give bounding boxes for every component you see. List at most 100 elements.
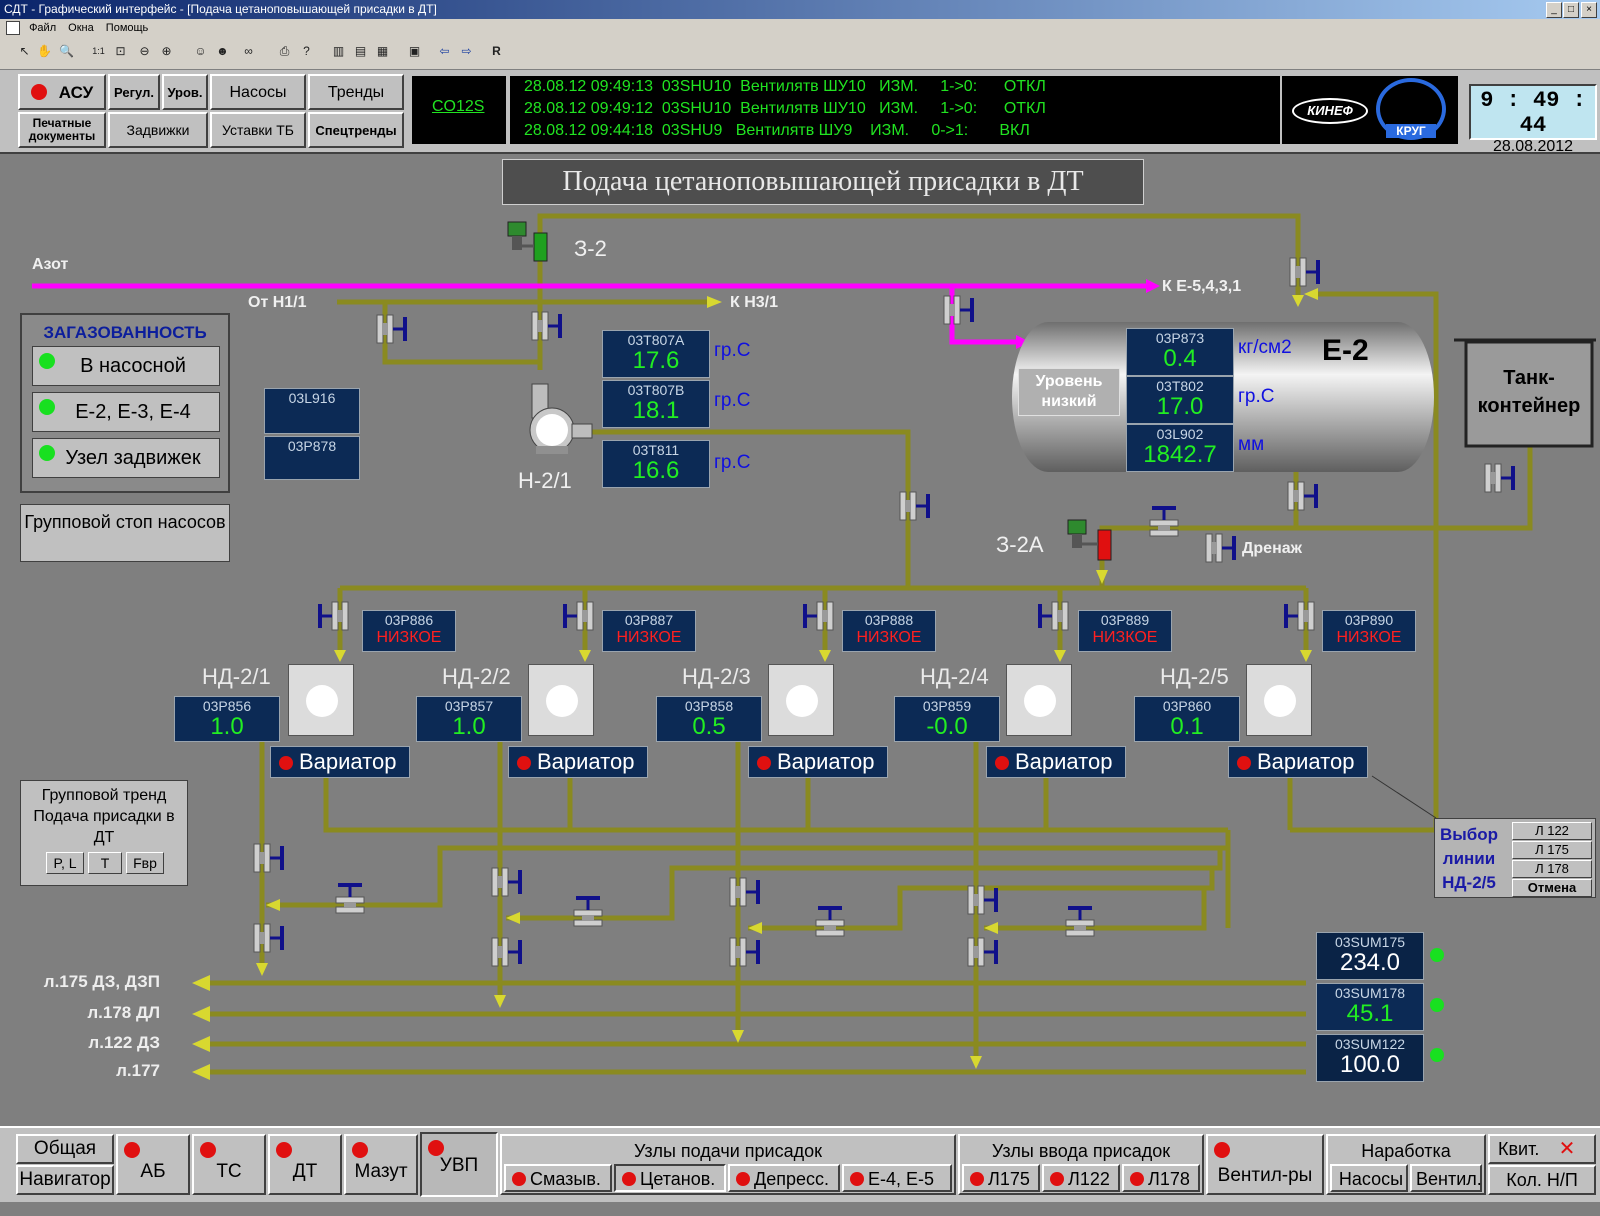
- pointer-icon[interactable]: ↖: [19, 44, 30, 58]
- sensor-unit: кг/см2: [1238, 337, 1292, 358]
- valve-z2[interactable]: [507, 221, 548, 262]
- ventil-button[interactable]: Вентил-ры: [1206, 1134, 1324, 1195]
- zoom-out-icon[interactable]: ⊖: [139, 44, 150, 58]
- pump-nd21[interactable]: [288, 664, 354, 736]
- clock-panel: 9 : 49 : 44 28.08.2012: [1469, 84, 1597, 155]
- navigator-button[interactable]: Навигатор: [16, 1165, 114, 1195]
- variator-nd23[interactable]: Вариатор: [748, 746, 888, 778]
- smazyv-button[interactable]: Смазыв.: [504, 1164, 612, 1192]
- e4e5-button[interactable]: Е-4, Е-5: [842, 1164, 952, 1192]
- asu-button[interactable]: АСУ: [18, 74, 106, 110]
- minimize-button[interactable]: _: [1546, 2, 1562, 18]
- sensor-value: 0.4: [1163, 345, 1197, 372]
- pump-nd22[interactable]: [528, 664, 594, 736]
- variator-alarm-led: [279, 756, 293, 770]
- depress-button[interactable]: Депресс.: [728, 1164, 840, 1192]
- tank-container: [1464, 340, 1594, 448]
- station-code[interactable]: CO12S: [432, 98, 485, 115]
- gas-pumphouse-item[interactable]: В насосной: [32, 346, 220, 386]
- ab-button[interactable]: АБ: [116, 1134, 190, 1195]
- sensor-value: 16.6: [632, 457, 680, 484]
- menu-help[interactable]: Помощь: [105, 22, 149, 34]
- r-button[interactable]: R: [492, 44, 501, 58]
- regul-button[interactable]: Регул.: [108, 74, 160, 110]
- kol-np-button[interactable]: Кол. Н/П: [1488, 1165, 1596, 1195]
- pump-h21-symbol[interactable]: [529, 383, 593, 454]
- kvit-button[interactable]: Квит. ✕: [1488, 1134, 1596, 1164]
- line-cancel-option[interactable]: Отмена: [1512, 879, 1592, 897]
- narabotka-ventil-button[interactable]: Вентил.: [1410, 1164, 1482, 1192]
- obshaya-button[interactable]: Общая: [16, 1134, 114, 1164]
- ts-label: ТС: [216, 1161, 242, 1182]
- layout-1-icon[interactable]: ▥: [332, 44, 345, 58]
- l122-button[interactable]: Л122: [1042, 1164, 1120, 1192]
- trend-fvr-button[interactable]: Fвр: [126, 852, 164, 874]
- binoculars-icon[interactable]: ∞: [244, 44, 253, 58]
- narabotka-nasosy-button[interactable]: Насосы: [1330, 1164, 1408, 1192]
- variator-nd24[interactable]: Вариатор: [986, 746, 1126, 778]
- dt-label: ДТ: [292, 1161, 318, 1182]
- uvp-button[interactable]: УВП: [420, 1132, 498, 1197]
- forward-arrow-icon[interactable]: ⇨: [461, 44, 472, 58]
- layout-2-icon[interactable]: ▤: [354, 44, 367, 58]
- group-stop-button[interactable]: Групповой стоп насосов: [20, 504, 230, 562]
- sensor-p873: 03P873 0.4: [1126, 328, 1234, 376]
- line-122-option[interactable]: Л 122: [1512, 822, 1592, 840]
- back-arrow-icon[interactable]: ⇦: [439, 44, 450, 58]
- layout-3-icon[interactable]: ▦: [376, 44, 389, 58]
- variator-nd21[interactable]: Вариатор: [270, 746, 410, 778]
- valve-z2a[interactable]: [1067, 519, 1112, 561]
- ab-label: АБ: [140, 1161, 166, 1182]
- pump-nd25[interactable]: [1246, 664, 1312, 736]
- pump-nd24[interactable]: [1006, 664, 1072, 736]
- pump-nd23[interactable]: [768, 664, 834, 736]
- window-icon[interactable]: ▣: [408, 44, 421, 58]
- sensor-name: 03T802: [1156, 378, 1204, 394]
- menu-windows[interactable]: Окна: [68, 22, 94, 34]
- zadvizhki-button[interactable]: Задвижки: [108, 112, 208, 148]
- users-icon[interactable]: ☻: [216, 44, 229, 58]
- dt-button[interactable]: ДТ: [268, 1134, 342, 1195]
- zoom-in-icon[interactable]: ⊕: [161, 44, 172, 58]
- pump-nd24-label: НД-2/4: [920, 664, 989, 689]
- ts-button[interactable]: ТС: [192, 1134, 266, 1195]
- spectrends-button[interactable]: Спецтренды: [308, 112, 404, 148]
- print-docs-button[interactable]: Печатные документы: [18, 112, 106, 148]
- line-175-option[interactable]: Л 175: [1512, 841, 1592, 859]
- variator-nd25[interactable]: Вариатор: [1228, 746, 1368, 778]
- line-175-label: л.175 ДЗ, ДЗП: [43, 972, 160, 991]
- gas-valves-item[interactable]: Узел задвижек: [32, 438, 220, 478]
- urov-button[interactable]: Уров.: [162, 74, 208, 110]
- ustavki-button[interactable]: Уставки ТБ: [210, 112, 306, 148]
- menu-bar: Файл Окна Помощь: [0, 19, 1600, 37]
- cetanov-button[interactable]: Цетанов.: [614, 1164, 726, 1192]
- variator-nd22[interactable]: Вариатор: [508, 746, 648, 778]
- sensor-status: НИЗКОЕ: [616, 629, 682, 646]
- l178-button[interactable]: Л178: [1122, 1164, 1200, 1192]
- gas-e2-item[interactable]: Е-2, Е-3, Е-4: [32, 392, 220, 432]
- zoom-100-icon[interactable]: 1:1: [92, 46, 105, 56]
- line-178-option[interactable]: Л 178: [1512, 860, 1592, 878]
- trend-t-button[interactable]: T: [88, 852, 122, 874]
- trend-pl-button[interactable]: P, L: [46, 852, 84, 874]
- nasosy-button[interactable]: Насосы: [210, 74, 306, 110]
- variator-alarm-led: [517, 756, 531, 770]
- pipes: [200, 213, 1533, 1075]
- valve-z2-label: З-2: [574, 236, 607, 261]
- pump-icon: [306, 685, 338, 717]
- depress-alarm-led: [736, 1172, 750, 1186]
- close-button[interactable]: ×: [1581, 2, 1597, 18]
- mazut-button[interactable]: Мазут: [344, 1134, 418, 1195]
- user-icon[interactable]: ☺: [194, 44, 207, 58]
- print-icon[interactable]: ⎙: [279, 44, 290, 58]
- pump-icon: [1264, 685, 1296, 717]
- maximize-button[interactable]: □: [1563, 2, 1579, 18]
- zoom-fit-icon[interactable]: ⊡: [115, 44, 126, 58]
- help-icon[interactable]: ?: [303, 44, 310, 58]
- magnifier-icon[interactable]: 🔍: [59, 44, 74, 58]
- l175-button[interactable]: Л175: [962, 1164, 1040, 1192]
- trends-button[interactable]: Тренды: [308, 74, 404, 110]
- menu-file[interactable]: Файл: [29, 22, 57, 34]
- hand-icon[interactable]: ✋: [37, 44, 52, 58]
